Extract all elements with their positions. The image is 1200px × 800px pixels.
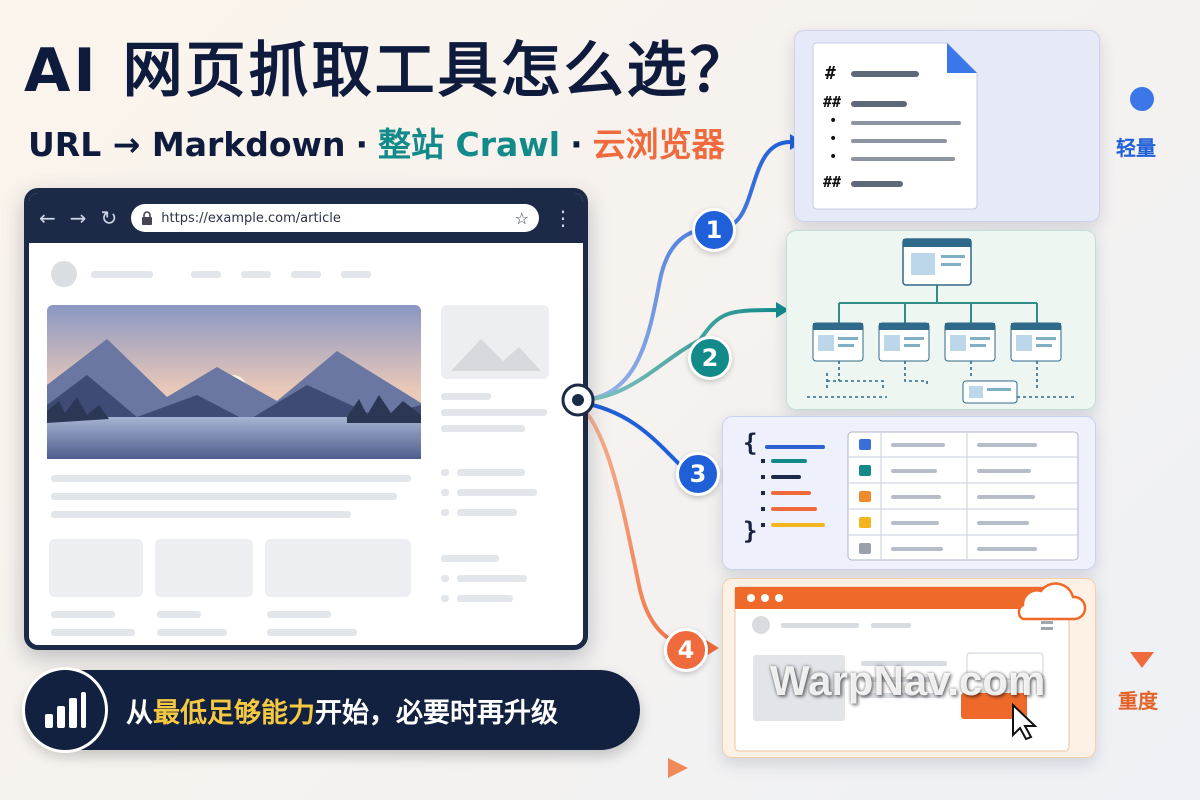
page-content <box>29 243 583 645</box>
connector-line-1 <box>577 140 791 402</box>
md-bullet: • <box>829 113 838 129</box>
md-bullet: • <box>829 131 838 147</box>
subtitle-crawl: 整站 Crawl <box>378 125 561 164</box>
slogan-highlight: 最低足够能力 <box>153 697 315 729</box>
scale-label-heavy: 重度 <box>1118 689 1158 713</box>
subtitle-markdown: URL → Markdown <box>28 125 346 164</box>
json-open-brace: { <box>743 429 758 457</box>
markdown-document-icon <box>812 42 978 210</box>
forward-arrow-icon[interactable]: → <box>69 206 87 230</box>
browser-toolbar: ← → ↻ https://example.com/article ☆ ⋮ <box>29 193 583 243</box>
option-crawl-panel <box>786 230 1096 410</box>
lock-icon <box>142 211 153 225</box>
star-icon[interactable]: ☆ <box>514 208 529 228</box>
option-number-3: 3 <box>676 452 720 496</box>
placeholder-image-icon <box>441 305 549 379</box>
option-number-4: 4 <box>664 628 708 672</box>
slogan-suffix: 开始，必要时再升级 <box>315 697 558 729</box>
option-cloud-browser-panel <box>722 578 1096 758</box>
page-title: AI 网页抓取工具怎么选？ <box>24 36 753 106</box>
bar-chart-icon <box>22 667 108 753</box>
slogan-banner: 从最低足够能力开始，必要时再升级 <box>22 667 640 753</box>
browser-window: ← → ↻ https://example.com/article ☆ ⋮ <box>24 188 588 650</box>
avatar <box>51 261 77 287</box>
md-heading-1: # <box>825 63 836 84</box>
back-arrow-icon[interactable]: ← <box>39 206 56 230</box>
address-url: https://example.com/article <box>161 210 341 226</box>
json-code-icon <box>761 445 825 527</box>
md-heading-2: ## <box>823 173 842 191</box>
md-bullet: • <box>829 149 838 165</box>
subtitle-separator: · <box>570 125 583 164</box>
slogan-prefix: 从 <box>126 697 153 729</box>
data-table-icon <box>847 431 1079 561</box>
connector-line-2 <box>577 308 781 402</box>
md-heading-2: ## <box>823 93 842 111</box>
mountain-landscape-image <box>47 305 421 459</box>
option-markdown-panel: # ## • • • ## <box>794 30 1100 222</box>
menu-icon[interactable]: ⋮ <box>553 206 573 230</box>
scale-top-dot <box>1130 87 1154 111</box>
json-close-brace: } <box>743 517 758 545</box>
slogan-text: 从最低足够能力开始，必要时再升级 <box>126 691 558 730</box>
page-subtitle: URL → Markdown·整站 Crawl·云浏览器 <box>28 118 725 166</box>
site-crawl-tree-icon <box>807 238 1077 404</box>
reload-icon[interactable]: ↻ <box>100 206 118 230</box>
option-number-2: 2 <box>688 336 732 380</box>
source-node-icon <box>561 383 595 417</box>
scale-label-light: 轻量 <box>1116 136 1156 160</box>
subtitle-separator: · <box>355 125 369 164</box>
address-bar[interactable]: https://example.com/article ☆ <box>131 204 539 232</box>
subtitle-cloud-browser: 云浏览器 <box>592 125 725 164</box>
cloud-browser-icon <box>734 582 1087 752</box>
option-number-1: 1 <box>692 208 736 252</box>
watermark: WarpNav.com <box>770 657 1046 704</box>
option-structured-panel: { } <box>722 416 1096 570</box>
connector-line-4 <box>576 402 707 650</box>
